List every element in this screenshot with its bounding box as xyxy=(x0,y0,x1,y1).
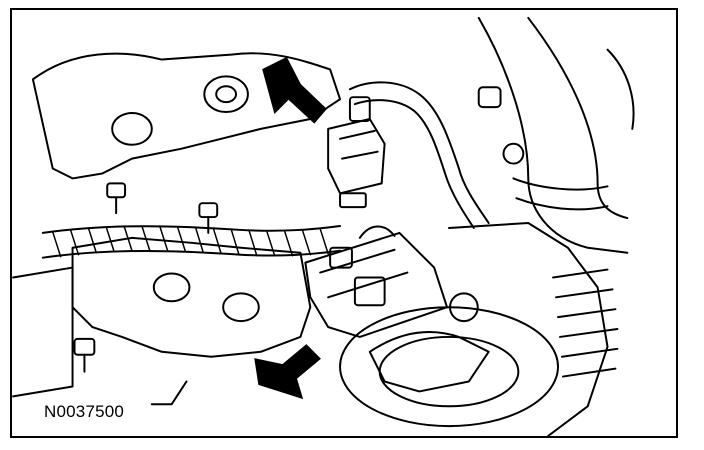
boss-3 xyxy=(152,272,191,303)
fin-block xyxy=(552,268,619,378)
coolant-hose-edge xyxy=(527,16,629,220)
engine-block-outline xyxy=(31,52,342,180)
engine-line-drawing xyxy=(12,16,635,436)
coolant-hose xyxy=(477,16,629,254)
engine-right-housing xyxy=(448,222,609,436)
braid-pattern xyxy=(51,225,329,258)
boss-2 xyxy=(111,112,153,146)
hose-clamp xyxy=(512,177,609,211)
bolt-lower-left xyxy=(73,337,96,373)
throttle-plate xyxy=(368,331,490,393)
boss-1-inner xyxy=(215,85,238,104)
bolt-top-right xyxy=(477,86,525,165)
figure-frame: N0037500 xyxy=(10,8,678,438)
figure-id-label: N0037500 xyxy=(42,402,127,422)
throttle-body-inner xyxy=(378,335,520,408)
boss-1 xyxy=(203,75,249,114)
lower-sensor-connector xyxy=(304,225,449,338)
bolt-left xyxy=(106,182,127,215)
engine-block-lower xyxy=(71,236,312,358)
throttle-body xyxy=(339,306,559,428)
arrow-icon-lower xyxy=(254,344,321,400)
throttle-shaft xyxy=(449,292,479,323)
arrow-icon-upper xyxy=(262,56,327,124)
engine-base-plate xyxy=(12,266,74,398)
upper-sensor-connector xyxy=(327,96,386,209)
boss-4 xyxy=(222,292,260,323)
leader-line xyxy=(150,380,188,406)
bolt-middle xyxy=(198,202,219,234)
braided-harness-top xyxy=(41,224,342,234)
hose-end xyxy=(606,48,635,130)
arrow-icon xyxy=(254,56,327,400)
harness-upper xyxy=(348,81,490,224)
harness-upper-edge xyxy=(353,99,475,229)
